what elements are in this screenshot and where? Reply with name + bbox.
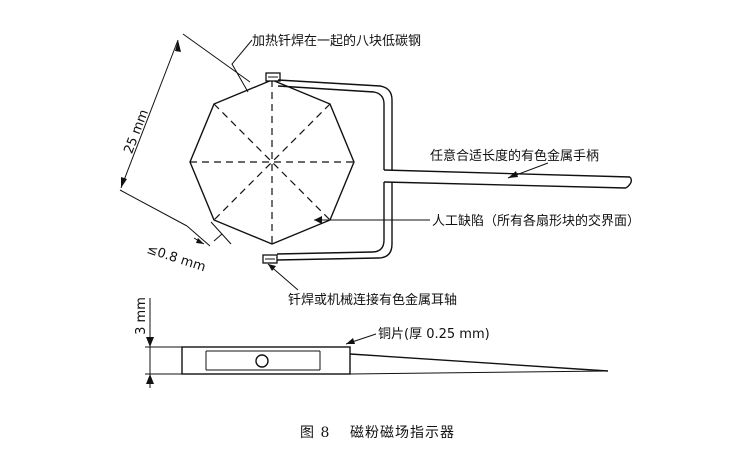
handle-rod <box>383 169 633 189</box>
axle-label: 钎焊或机械连接有色金属耳轴 <box>288 292 457 308</box>
octagon-indicator <box>189 79 355 245</box>
thickness-dimension: 3 mm <box>134 297 190 388</box>
side-handle <box>349 353 609 372</box>
trunnion-top <box>265 72 281 82</box>
side-plate-body <box>181 346 351 375</box>
trunnion-bottom <box>262 254 278 264</box>
axle-callout: 钎焊或机械连接有色金属耳轴 <box>267 263 457 308</box>
handle-callout: 任意合适长度的有色金属手柄 <box>430 148 599 179</box>
caption-figure-number: 图 8 <box>300 425 330 441</box>
defect-label: 人工缺陷（所有各扇形块的交界面） <box>432 213 640 229</box>
yoke-frame <box>276 79 393 261</box>
plates-callout: 加热钎焊在一起的八块低碳钢 <box>231 33 421 93</box>
diameter-dimension: 25 mm <box>119 33 251 227</box>
copper-callout: 铜片(厚 0.25 mm) <box>345 327 490 345</box>
diameter-label: 25 mm <box>121 108 151 156</box>
side-view: 3 mm 铜片(厚 0.25 mm) <box>134 297 609 388</box>
plates-label: 加热钎焊在一起的八块低碳钢 <box>252 33 421 49</box>
gap-label: ≤0.8 mm <box>145 242 208 275</box>
sector-boundaries <box>190 80 354 244</box>
copper-label: 铜片(厚 0.25 mm) <box>378 327 490 342</box>
handle-label: 任意合适长度的有色金属手柄 <box>430 148 599 164</box>
octagon-outline <box>189 79 355 245</box>
figure-caption: 图 8 磁粉磁场指示器 <box>300 425 455 441</box>
caption-title: 磁粉磁场指示器 <box>350 425 455 441</box>
gap-dimension: ≤0.8 mm <box>145 221 232 275</box>
thickness-label: 3 mm <box>134 297 149 335</box>
side-trunnion <box>255 354 269 368</box>
defect-callout: 人工缺陷（所有各扇形块的交界面） <box>314 213 640 229</box>
